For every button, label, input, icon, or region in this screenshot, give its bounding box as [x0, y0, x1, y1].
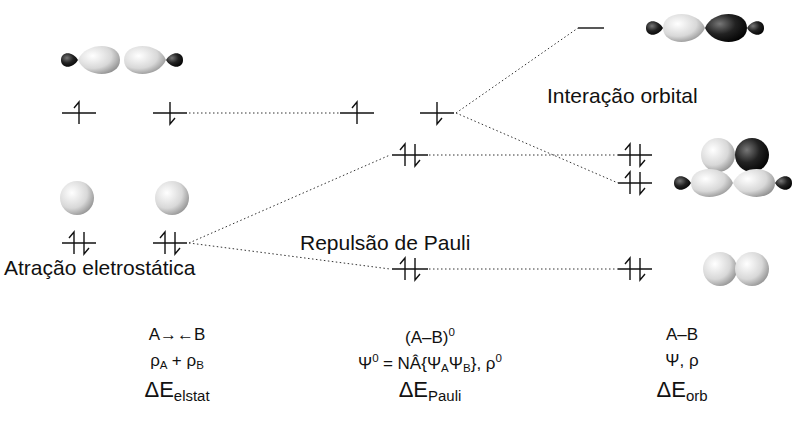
- subscript: Pauli: [428, 387, 461, 404]
- label-text: Atração eletrostática: [4, 256, 195, 279]
- subscript: A: [160, 359, 168, 371]
- label-text: ΔE: [144, 377, 173, 402]
- energy-term: ΔEPauli: [397, 378, 464, 405]
- interaction-label: Repulsão de Pauli: [298, 231, 472, 254]
- label-text: Ψ, ρ: [665, 351, 698, 370]
- label-text: Ψ: [358, 354, 372, 373]
- label-text: A–B: [666, 325, 698, 344]
- subscript: B: [196, 359, 204, 371]
- subscript: A: [441, 362, 449, 374]
- label-text: ΔE: [399, 377, 428, 402]
- wavefunction-label: Ψ0= NÂ{ΨAΨB}, ρ0: [356, 352, 504, 375]
- subscript: orb: [686, 387, 708, 404]
- state-label: A→←B: [147, 326, 208, 345]
- label-text: ρ: [150, 351, 160, 370]
- label-text: ΔE: [657, 377, 686, 402]
- superscript: 0: [449, 326, 455, 338]
- label-text: Repulsão de Pauli: [300, 231, 470, 254]
- state-label: A–B: [664, 326, 700, 345]
- label-text: Interação orbital: [547, 84, 698, 107]
- superscript: 0: [496, 352, 502, 364]
- state-label: (A–B)0: [403, 326, 457, 348]
- subscript: elstat: [174, 387, 210, 404]
- interaction-label: Atração eletrostática: [2, 256, 197, 279]
- density-label: ρA + ρB: [148, 352, 206, 372]
- wavefunction-label: Ψ, ρ: [663, 352, 700, 371]
- superscript: 0: [372, 352, 378, 364]
- label-text: (A–B): [405, 328, 448, 347]
- subscript: B: [463, 362, 471, 374]
- energy-term: ΔEorb: [655, 378, 710, 405]
- label-text: + ρ: [172, 351, 196, 370]
- label-text: A→←B: [149, 325, 206, 344]
- label-text: = NÂ{Ψ: [383, 354, 441, 373]
- interaction-label: Interação orbital: [545, 84, 700, 107]
- label-text: Ψ: [449, 354, 463, 373]
- label-text: }, ρ: [471, 354, 496, 373]
- energy-term: ΔEelstat: [142, 378, 211, 405]
